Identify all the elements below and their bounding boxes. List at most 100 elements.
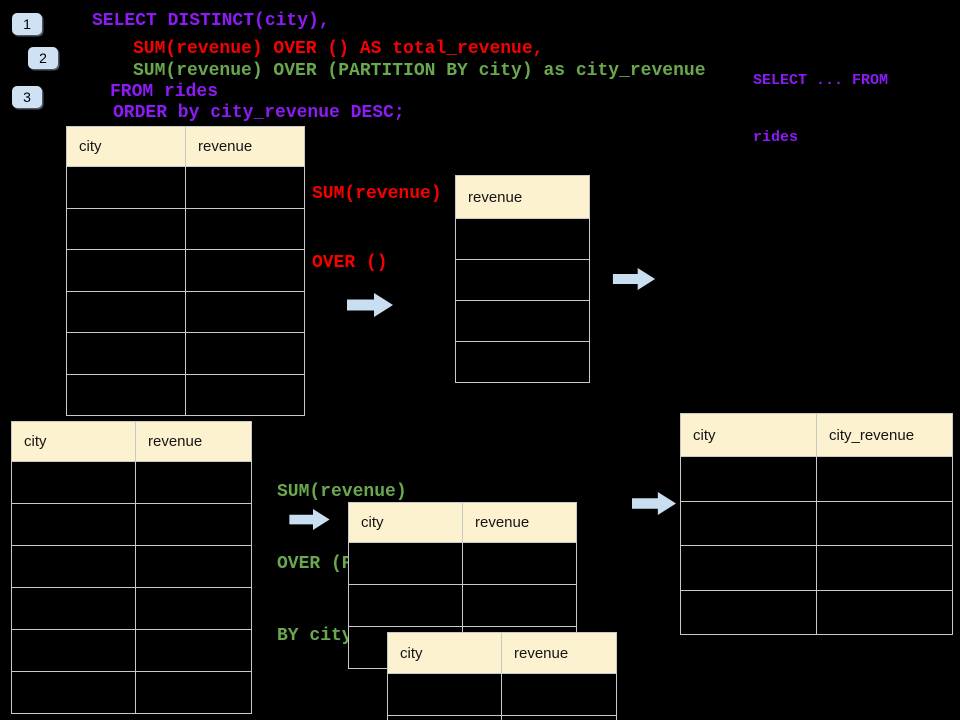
table-cell (11, 546, 136, 588)
side-note-line: SELECT ... FROM (753, 72, 889, 89)
table-cell (455, 260, 590, 301)
table-cell (680, 501, 817, 546)
table-cell (11, 588, 136, 630)
table-cell (66, 250, 186, 292)
total-revenue-annotation: SUM(revenue) OVER () (312, 137, 442, 321)
table-row (387, 674, 617, 716)
table-row (455, 219, 590, 260)
table-row (66, 250, 305, 292)
step-badge-1: 1 (12, 13, 42, 35)
table-cell (66, 333, 186, 375)
table-cell (186, 208, 305, 250)
table-row (11, 588, 252, 630)
flow-arrow-icon (612, 268, 656, 290)
column-header: revenue (186, 126, 305, 167)
table-cell (680, 546, 817, 591)
column-header: revenue (463, 502, 577, 543)
table-cell (463, 543, 577, 585)
table-cell (11, 462, 136, 504)
table-cell (11, 504, 136, 546)
annotation-line: SUM(revenue) (277, 482, 407, 502)
table-row (11, 630, 252, 672)
table-cell (455, 301, 590, 342)
annotation-line: SUM(revenue) (312, 184, 442, 204)
column-header: city_revenue (817, 413, 953, 457)
table-row (455, 260, 590, 301)
table-cell (136, 672, 252, 714)
table-row (455, 342, 590, 383)
flow-arrow-icon (289, 509, 330, 530)
sql-line-total-revenue: SUM(revenue) OVER () AS total_revenue, (133, 39, 544, 59)
table-cell (455, 342, 590, 383)
column-header: city (348, 502, 463, 543)
table-row (680, 501, 953, 546)
side-note-line: rides (753, 129, 799, 146)
table-row (66, 333, 305, 375)
column-header: city (387, 632, 502, 674)
table-row (680, 546, 953, 591)
table-cell (66, 374, 186, 416)
table-cell (348, 543, 463, 585)
flow-arrow-icon (347, 293, 393, 317)
table-cell (817, 590, 953, 635)
table-cell (817, 457, 953, 502)
table-row (387, 716, 617, 720)
table-row (11, 462, 252, 504)
sql-side-note: SELECT ... FROM rides (753, 33, 888, 185)
column-header: revenue (136, 421, 252, 462)
table-cell (186, 250, 305, 292)
column-header: city (66, 126, 186, 167)
table-cell (66, 291, 186, 333)
step-badge-2: 2 (28, 47, 58, 69)
table-row (66, 291, 305, 333)
table-row (348, 585, 577, 627)
column-header: city (680, 413, 817, 457)
table-row (348, 543, 577, 585)
sql-line-from: FROM rides (110, 82, 219, 102)
step-badge-3: 3 (12, 86, 42, 108)
table-cell (817, 501, 953, 546)
table-cell (817, 546, 953, 591)
table-cell (11, 630, 136, 672)
table-cell (680, 590, 817, 635)
table-cell (136, 462, 252, 504)
table-row (66, 208, 305, 250)
table-cell (387, 716, 502, 720)
table-cell (66, 208, 186, 250)
table-cell (502, 674, 617, 716)
table-cell (186, 333, 305, 375)
table-header-row: revenue (455, 175, 590, 219)
table-cell (66, 167, 186, 209)
table-cell (387, 674, 502, 716)
table-cell (186, 291, 305, 333)
sql-line-select: SELECT DISTINCT(city), (92, 11, 330, 31)
table-row (66, 167, 305, 209)
flow-arrow-icon (632, 492, 676, 515)
column-header: city (11, 421, 136, 462)
annotation-line: OVER () (312, 253, 388, 273)
table-cell (136, 630, 252, 672)
table-cell (136, 504, 252, 546)
table-cell (348, 585, 463, 627)
table-total-revenue-result: revenue (455, 175, 590, 383)
column-header: revenue (455, 175, 590, 219)
table-cell (455, 219, 590, 260)
table-row (455, 301, 590, 342)
column-header: revenue (502, 632, 617, 674)
table-cell (186, 374, 305, 416)
table-row (680, 457, 953, 502)
sql-line-order-by: ORDER by city_revenue DESC; (113, 103, 405, 123)
table-row (11, 672, 252, 714)
table-cell (502, 716, 617, 720)
table-cell (680, 457, 817, 502)
